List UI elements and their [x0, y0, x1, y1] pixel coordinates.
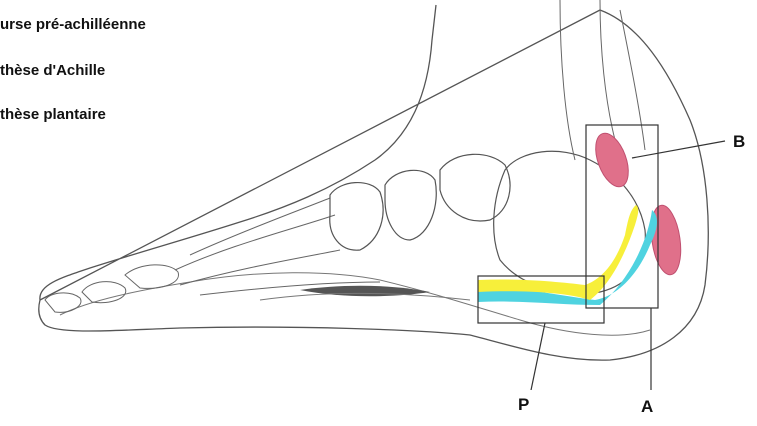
- foot-outline: [39, 5, 708, 360]
- toe-bones: [45, 265, 178, 312]
- yellow-band: [478, 205, 638, 300]
- label-p: P: [518, 395, 529, 415]
- legend-bursa: urse pré-achilléenne: [0, 16, 146, 33]
- label-b: B: [733, 132, 745, 152]
- leader-p: [530, 323, 545, 395]
- tarsal-bones: [330, 154, 510, 250]
- label-a-background: [630, 390, 690, 421]
- leader-b: [632, 141, 725, 158]
- metatarsals: [175, 198, 380, 295]
- legend-achilles: thèse d'Achille: [0, 62, 105, 79]
- legend-plantar: thèse plantaire: [0, 106, 106, 123]
- bursa-upper: [589, 129, 634, 191]
- label-a: A: [641, 397, 653, 417]
